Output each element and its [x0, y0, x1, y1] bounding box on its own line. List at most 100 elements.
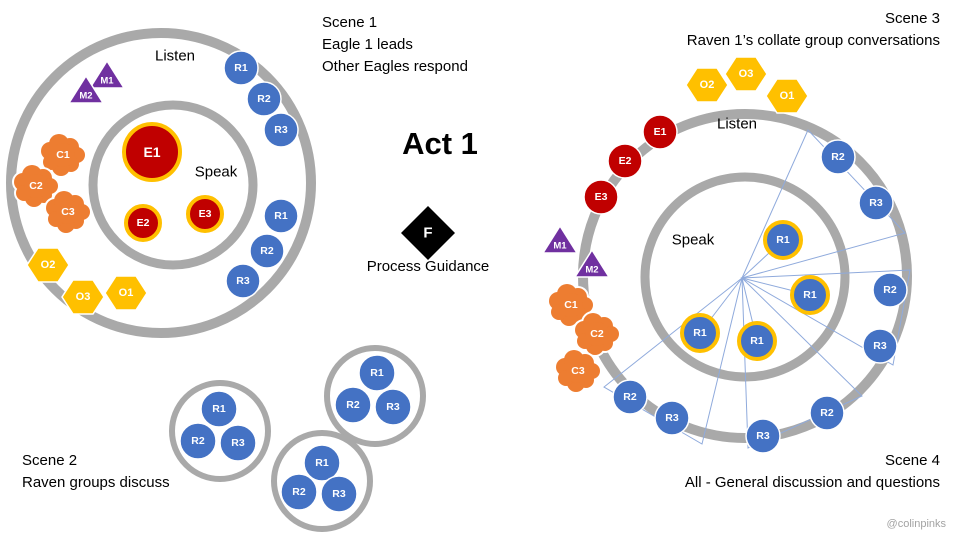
node-label: R2 — [883, 284, 897, 296]
node-label: R1 — [693, 327, 707, 339]
raven-node — [745, 418, 781, 454]
raven-node — [179, 422, 217, 460]
scene4-caption-line: All - General discussion and questions — [684, 474, 940, 491]
hexagon-label: O1 — [780, 90, 795, 102]
raven-node — [858, 185, 894, 221]
raven-node — [737, 321, 777, 361]
triangle-label: M1 — [553, 241, 567, 252]
scene2-caption: Scene 2 Raven groups discuss — [22, 450, 170, 494]
raven-node — [246, 81, 282, 117]
zone-ring — [6, 28, 316, 338]
observer-hexagon — [685, 67, 729, 103]
cloud-label: C3 — [571, 365, 585, 377]
node-label: R1 — [750, 335, 764, 347]
eagle-node — [642, 114, 678, 150]
eagle-node — [124, 204, 162, 242]
mentor-triangle — [88, 59, 126, 89]
node-label: R1 — [776, 234, 790, 246]
node-label: R2 — [257, 93, 271, 105]
node-label: R2 — [820, 407, 834, 419]
eagle-node — [122, 122, 182, 182]
zone-ring — [88, 100, 258, 270]
act-title: Act 1 — [402, 126, 478, 161]
node-label: R3 — [236, 275, 250, 287]
scene1-caption-line: Eagle 1 leads — [322, 36, 413, 53]
zone-ring — [271, 430, 373, 532]
cloud-label: C1 — [56, 149, 70, 161]
mentor-triangle — [67, 74, 105, 104]
node-label: R3 — [274, 124, 288, 136]
hexagon-label: O1 — [119, 287, 134, 299]
node-label: R3 — [869, 197, 883, 209]
raven-node — [680, 313, 720, 353]
raven-node — [820, 139, 856, 175]
zone-label: Listen — [717, 116, 757, 133]
scene1-caption-title: Scene 1 — [322, 14, 378, 31]
fan-triangle — [603, 276, 743, 445]
node-label: R2 — [346, 399, 360, 411]
observer-hexagon — [61, 279, 105, 315]
fan-triangle — [741, 276, 863, 449]
raven-node — [612, 379, 648, 415]
comment-cloud — [44, 189, 92, 235]
raven-node — [263, 198, 299, 234]
observer-hexagon — [26, 247, 70, 283]
zone-ring — [324, 345, 426, 447]
node-label: E3 — [199, 208, 212, 220]
eagle-node — [186, 195, 224, 233]
node-label: R2 — [831, 151, 845, 163]
node-label: R3 — [332, 488, 346, 500]
raven-node — [280, 473, 318, 511]
raven-node — [303, 444, 341, 482]
eagle-node — [607, 143, 643, 179]
node-label: R3 — [231, 437, 245, 449]
triangle-label: M2 — [585, 265, 598, 276]
zone-label: Speak — [195, 164, 238, 181]
hexagon-label: O2 — [41, 259, 56, 271]
raven-node — [249, 233, 285, 269]
node-label: R2 — [191, 435, 205, 447]
node-label: R3 — [665, 412, 679, 424]
hexagon-label: O2 — [700, 79, 715, 91]
comment-cloud — [39, 132, 87, 178]
cloud-label: C3 — [61, 206, 75, 218]
observer-hexagon — [765, 78, 809, 114]
scene3-caption-title: Scene 3 — [884, 10, 940, 27]
raven-node — [809, 395, 845, 431]
node-label: E1 — [143, 144, 160, 160]
node-label: R2 — [260, 245, 274, 257]
zone-label: Speak — [672, 232, 715, 249]
scene2-caption-title: Scene 2 — [22, 452, 78, 469]
observer-hexagon — [104, 275, 148, 311]
scene2-caption-line: Raven groups discuss — [22, 474, 170, 491]
scene3-caption: Scene 3 Raven 1’s collate group conversa… — [687, 8, 940, 52]
raven-node — [358, 354, 396, 392]
raven-node — [872, 272, 908, 308]
node-label: R1 — [370, 367, 384, 379]
eagle-node — [583, 179, 619, 215]
node-label: E2 — [619, 155, 632, 167]
scene1-caption: Scene 1 Eagle 1 leads Other Eagles respo… — [322, 12, 468, 78]
node-label: R1 — [212, 403, 226, 415]
node-label: E3 — [595, 191, 608, 203]
node-label: E1 — [654, 126, 667, 138]
zone-label: Listen — [155, 48, 195, 65]
node-label: R2 — [623, 391, 637, 403]
comment-cloud — [573, 311, 621, 357]
process-diamond — [401, 206, 455, 260]
raven-node — [219, 424, 257, 462]
raven-node — [654, 400, 690, 436]
scene1-caption-line: Other Eagles respond — [322, 58, 468, 75]
node-label: R3 — [873, 340, 887, 352]
hexagon-label: O3 — [76, 291, 91, 303]
process-diamond-label: F — [423, 225, 432, 242]
cloud-label: C1 — [564, 299, 578, 311]
raven-node — [862, 328, 898, 364]
comment-cloud — [554, 348, 602, 394]
fan-triangle — [741, 129, 906, 279]
node-label: R3 — [756, 430, 770, 442]
comment-cloud — [12, 163, 60, 209]
raven-node — [200, 390, 238, 428]
